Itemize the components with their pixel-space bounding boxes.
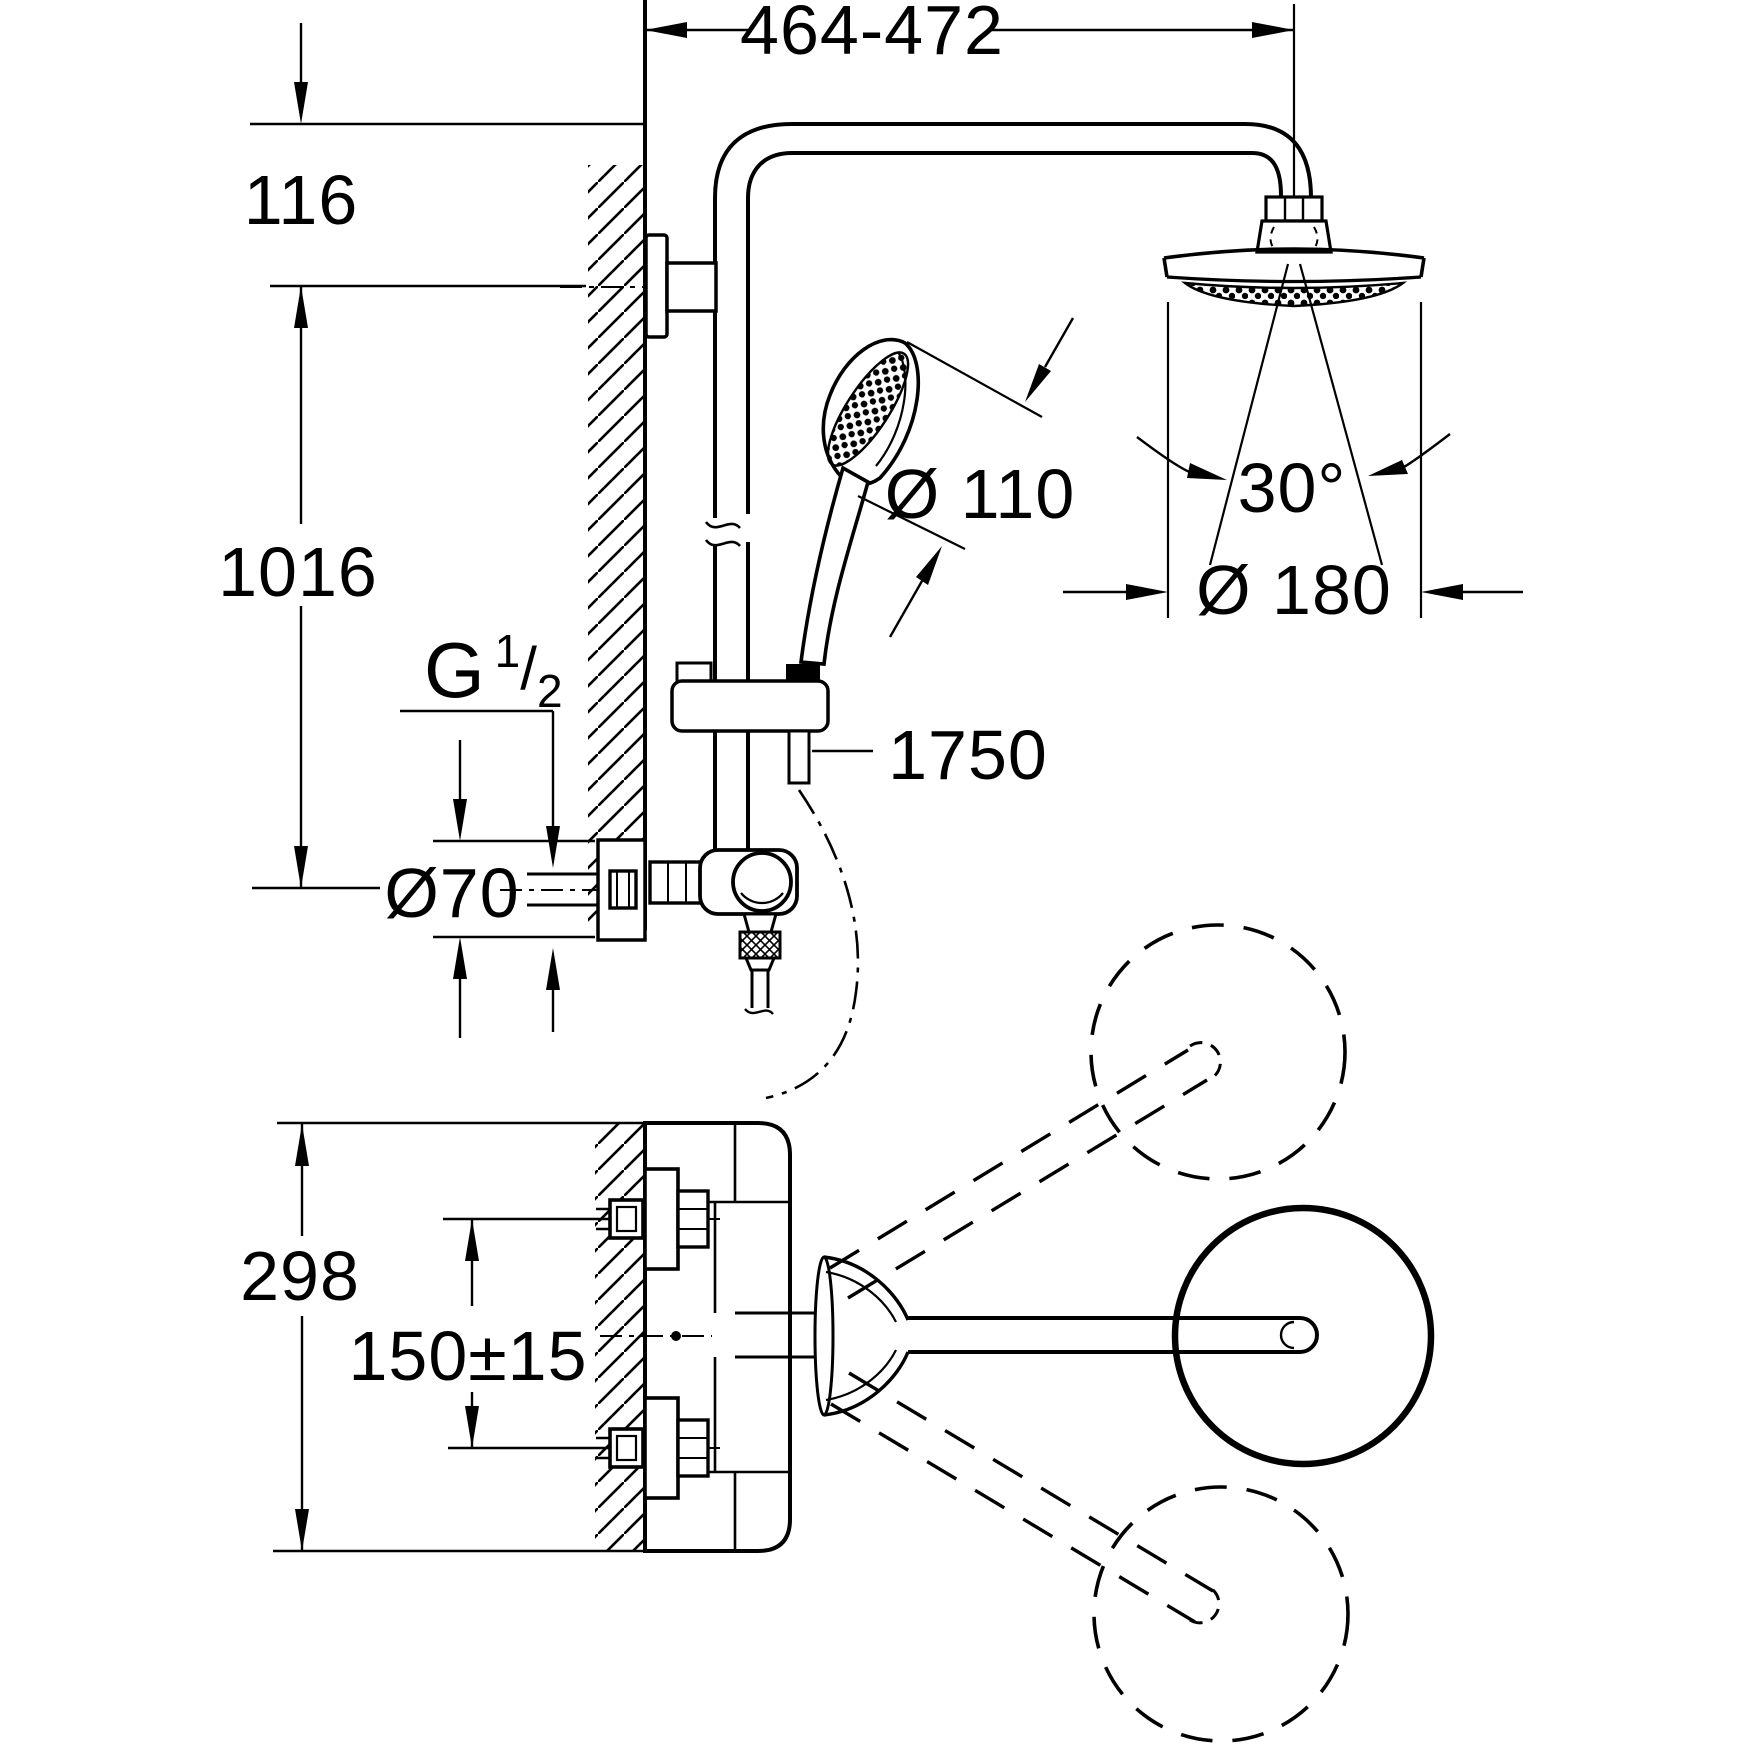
- dim-supply-spacing-label: 150±15: [348, 1317, 587, 1395]
- dim-bracket-offset: 116: [244, 23, 668, 288]
- hand-shower: [798, 337, 921, 666]
- dim-bracket-offset-label: 116: [244, 161, 359, 239]
- rail-holder: [670, 661, 830, 785]
- dim-plan-depth-label: 298: [240, 1237, 360, 1315]
- supply-union-bottom: [596, 1396, 725, 1500]
- dim-hose-length: 1750: [812, 716, 1048, 794]
- wall-plan: [273, 1121, 647, 1553]
- valve-front: [500, 838, 799, 1015]
- dim-top-width-label: 464-472: [740, 0, 1004, 69]
- wall-front: [588, 0, 647, 930]
- plan-view: [600, 923, 1435, 1743]
- dim-spray-angle-label: 30°: [1238, 449, 1347, 527]
- dim-escutcheon: Ø70: [384, 740, 595, 1038]
- rail-wall-bracket: [644, 233, 718, 339]
- dim-supply-spacing: 150±15: [348, 1217, 610, 1450]
- hose-curve: [765, 789, 860, 1100]
- dim-spray-angle: 30°: [1136, 263, 1451, 566]
- dim-handshower-dia-label: Ø 110: [885, 455, 1076, 533]
- dim-rail-height: 1016: [218, 286, 380, 890]
- supply-union-top: [596, 1167, 725, 1271]
- dim-handshower-dia: Ø 110: [857, 317, 1076, 638]
- dim-rail-height-label: 1016: [218, 533, 378, 611]
- dim-top-width: 464-472: [645, 0, 1296, 250]
- dim-plan-depth: 298: [240, 1124, 360, 1551]
- dim-head-dia-label: Ø 180: [1196, 551, 1392, 629]
- head-shower-front: [1162, 195, 1426, 308]
- dim-hose-length-label: 1750: [888, 716, 1048, 794]
- dim-head-dia: Ø 180: [1063, 302, 1523, 629]
- dim-escutcheon-label: Ø70: [384, 854, 519, 932]
